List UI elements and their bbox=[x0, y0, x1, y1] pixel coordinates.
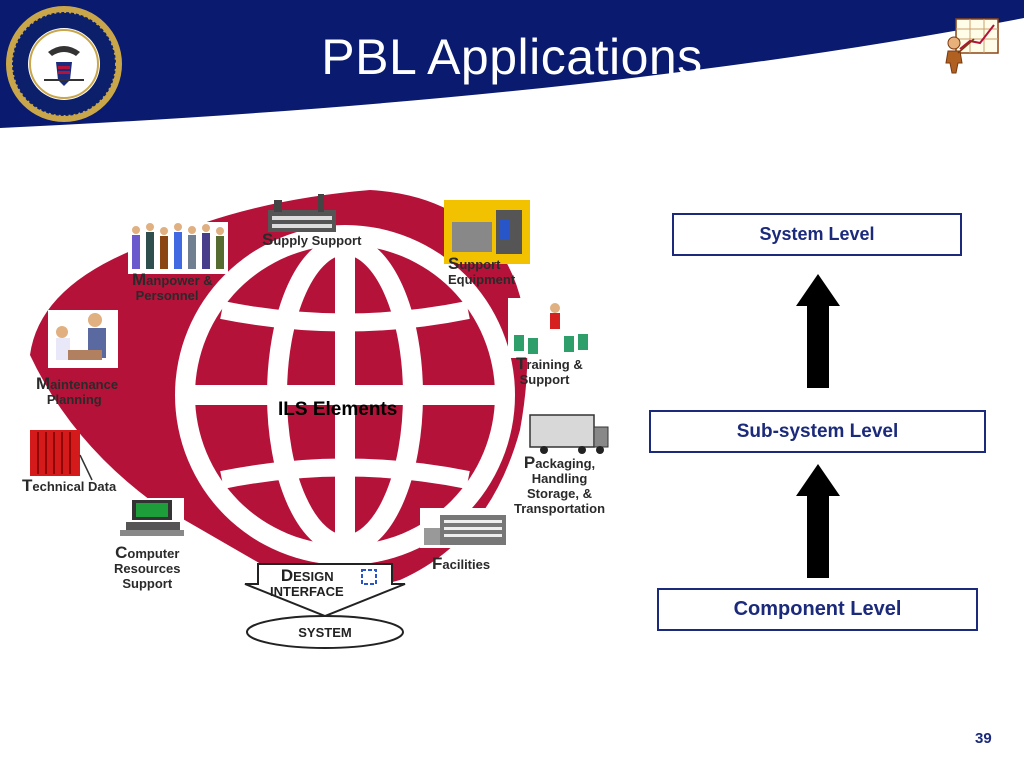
header-background bbox=[0, 0, 1024, 128]
element-packaging-transportation: Packaging, Handling Storage, & Transport… bbox=[514, 453, 606, 516]
technical-manuals-icon bbox=[30, 430, 93, 481]
component-level-box: Component Level bbox=[657, 588, 978, 631]
navy-seal-logo bbox=[6, 6, 122, 122]
component-level-label: Component Level bbox=[733, 598, 902, 620]
maintenance-workers-icon bbox=[48, 310, 118, 368]
header-band bbox=[0, 0, 1024, 130]
slide-title: PBL Applications bbox=[321, 29, 703, 85]
globe-icon bbox=[175, 225, 515, 565]
warehouse-icon bbox=[268, 194, 336, 232]
ils-diagram: SYSTEM bbox=[30, 190, 609, 649]
equipment-icon bbox=[444, 200, 530, 264]
subsystem-level-label: Sub-system Level bbox=[736, 421, 899, 442]
element-supply-support: Supply Support bbox=[262, 230, 362, 249]
ils-elements-label: ILS Elements bbox=[278, 399, 398, 420]
people-group-icon bbox=[128, 222, 228, 274]
system-level-box: System Level bbox=[672, 213, 962, 256]
element-computer-resources: Computer Resources Support bbox=[114, 543, 181, 591]
element-design-interface: DESIGN INTERFACE bbox=[270, 566, 344, 599]
system-level-label: System Level bbox=[759, 224, 875, 244]
design-interface-arrow bbox=[244, 563, 406, 618]
presenter-chart-icon bbox=[945, 18, 999, 74]
element-facilities: Facilities bbox=[432, 554, 491, 573]
page-number: 39 bbox=[975, 730, 992, 747]
facilities-building-icon bbox=[420, 508, 510, 548]
up-arrow-icon bbox=[796, 274, 840, 388]
system-label: SYSTEM bbox=[298, 625, 351, 640]
system-ellipse bbox=[246, 615, 404, 649]
element-technical-data: Technical Data bbox=[22, 476, 117, 495]
element-maintenance-planning: Maintenance Planning bbox=[36, 374, 119, 407]
truck-icon bbox=[529, 414, 609, 454]
element-training-support: Training & Support bbox=[516, 354, 583, 387]
computer-icon bbox=[120, 498, 184, 538]
training-class-icon bbox=[508, 298, 590, 358]
element-support-equipment: Support Equipment bbox=[448, 254, 516, 287]
element-manpower-personnel: Manpower & Personnel bbox=[132, 270, 213, 303]
subsystem-level-box: Sub-system Level bbox=[649, 410, 986, 453]
up-arrow-icon bbox=[796, 464, 840, 578]
